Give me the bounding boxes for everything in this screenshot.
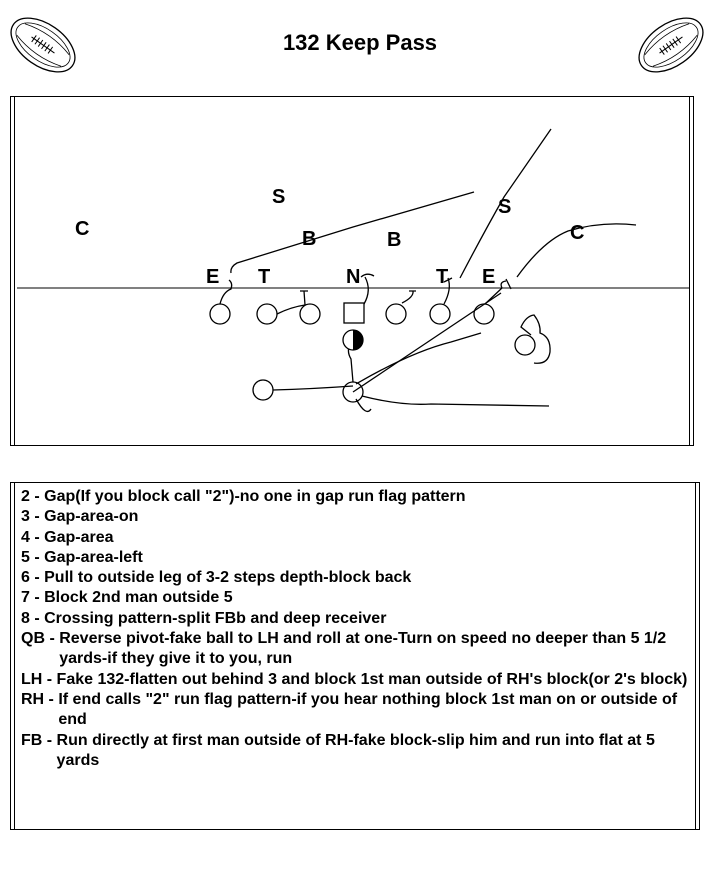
note-text: Pull to outside leg of 3-2 steps depth-b…	[44, 569, 412, 587]
route-qb-roll	[352, 292, 502, 393]
note-item: 3 - Gap-area-on	[21, 507, 689, 527]
note-text: Run directly at first man outside of RH-…	[56, 731, 655, 769]
route-left-end	[230, 191, 475, 274]
block-route	[219, 279, 233, 305]
note-key: LH	[21, 670, 43, 688]
note-text: If end calls "2" run flag pattern-if you…	[58, 690, 678, 729]
page-title: 132 Keep Pass	[282, 30, 438, 55]
route-fb	[355, 332, 482, 385]
assignment-notes: 2 - Gap(If you block call "2")-no one in…	[21, 487, 689, 771]
defender-s-right: S	[498, 196, 511, 218]
defender-c-left: C	[75, 218, 89, 240]
football-icon	[638, 17, 704, 73]
defender-t-left: T	[258, 266, 270, 288]
offense-lineman	[299, 303, 321, 325]
defender-t-right: T	[436, 266, 448, 288]
note-text: Crossing pattern-split FBb and deep rece…	[44, 609, 387, 627]
route-lh	[272, 385, 354, 391]
offense-qb	[342, 329, 364, 351]
defender-c-right: C	[570, 222, 584, 244]
defender-e-right: E	[482, 266, 495, 288]
note-text: Gap-area	[44, 528, 114, 546]
block-route	[520, 314, 551, 364]
note-text: Gap(If you block call "2")-no one in gap…	[44, 488, 466, 505]
note-key: 2	[21, 488, 30, 505]
defender-n: N	[346, 266, 360, 288]
block-route	[276, 290, 308, 315]
note-text: Gap-area-left	[44, 548, 143, 566]
note-key: 3	[21, 508, 30, 526]
route-fb-flat	[361, 395, 550, 407]
note-item: 7 - Block 2nd man outside 5	[21, 588, 689, 608]
note-key: 6	[21, 569, 30, 587]
note-item: 5 - Gap-area-left	[21, 548, 689, 568]
football-icon	[10, 17, 76, 73]
play-diagram-frame: C S B B S C E T N T E	[10, 96, 694, 446]
note-key: 5	[21, 548, 30, 566]
note-item: LH - Fake 132-flatten out behind 3 and b…	[21, 670, 689, 690]
defender-b-right: B	[387, 229, 401, 251]
offense-lineman	[256, 303, 278, 325]
note-key: FB	[21, 731, 43, 749]
note-item: RH - If end calls "2" run flag pattern-i…	[21, 690, 689, 731]
defender-b-left: B	[302, 228, 316, 250]
offense-center	[343, 302, 365, 324]
note-item: 8 - Crossing pattern-split FBb and deep …	[21, 609, 689, 629]
note-text: Block 2nd man outside 5	[44, 589, 233, 607]
note-key: 4	[21, 528, 30, 546]
note-text: Gap-area-on	[44, 508, 139, 526]
defender-e-left: E	[206, 266, 219, 288]
route-back	[355, 398, 372, 413]
block-route	[401, 290, 416, 304]
note-item: 4 - Gap-area	[21, 528, 689, 548]
offense-rh	[514, 334, 536, 356]
play-diagram: C S B B S C E T N T E	[17, 128, 689, 413]
assignment-notes-frame: 2 - Gap(If you block call "2")-no one in…	[10, 482, 700, 830]
offense-lineman	[429, 303, 451, 325]
note-key: 7	[21, 589, 30, 607]
offense-lineman	[209, 303, 231, 325]
offense-lineman	[473, 303, 495, 325]
note-item: FB - Run directly at first man outside o…	[21, 731, 689, 772]
note-item: 2 - Gap(If you block call "2")-no one in…	[21, 487, 689, 507]
defender-s-left: S	[272, 186, 285, 208]
offense-lineman	[385, 303, 407, 325]
note-item: QB - Reverse pivot-fake ball to LH and r…	[21, 629, 689, 670]
block-route	[484, 278, 512, 305]
offense-lh	[252, 379, 274, 401]
note-key: QB	[21, 630, 45, 648]
route-flag	[459, 128, 552, 279]
note-item: 6 - Pull to outside leg of 3-2 steps dep…	[21, 568, 689, 588]
note-key: 8	[21, 609, 30, 627]
note-text: Reverse pivot-fake ball to LH and roll a…	[59, 630, 667, 668]
route-right	[516, 223, 637, 278]
note-text: Fake 132-flatten out behind 3 and block …	[56, 670, 688, 688]
note-key: RH	[21, 690, 45, 708]
block-route	[360, 273, 375, 305]
block-route	[443, 277, 453, 305]
